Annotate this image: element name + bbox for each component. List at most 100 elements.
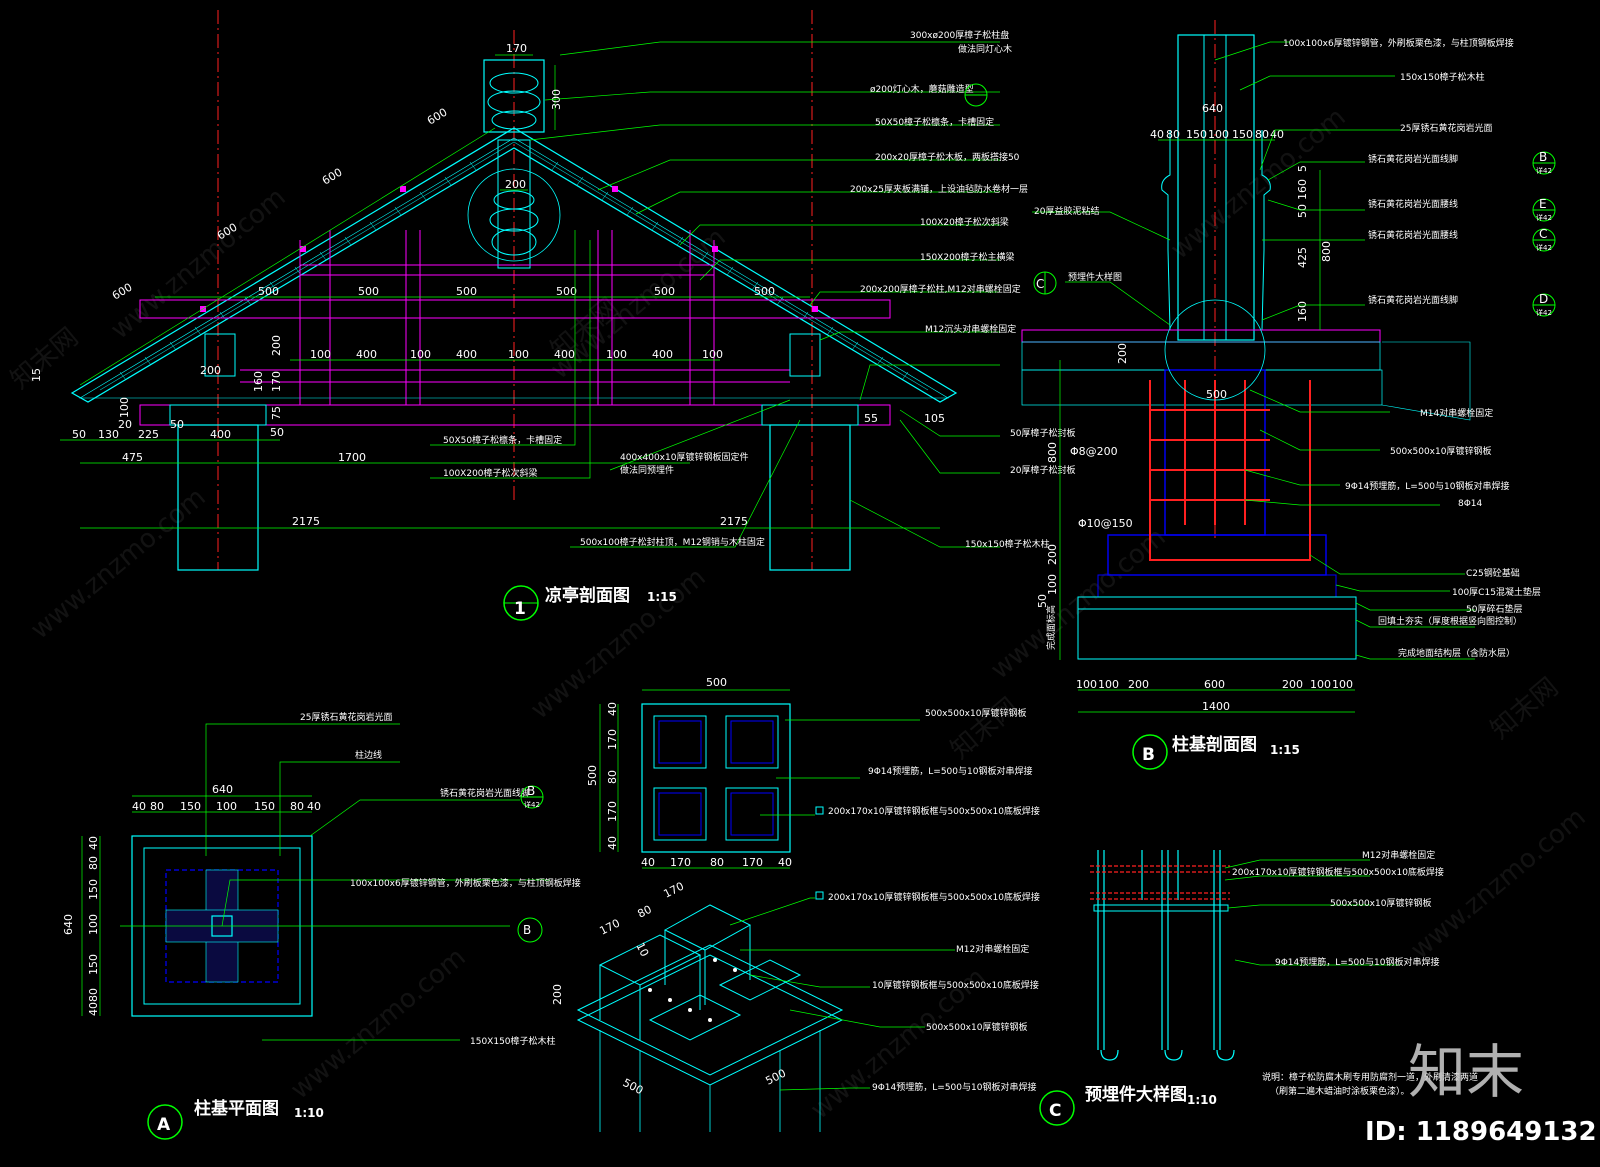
side-label: 完成面标高 [1045,605,1057,650]
title-pavilion: 凉亭剖面图 [545,585,630,606]
svg-text:100: 100 [1310,678,1331,691]
svg-text:200: 200 [1282,678,1303,691]
svg-text:100: 100 [1208,128,1229,141]
dim-plan-left: 40 80 150 100 150 80 40 [87,836,100,1016]
svg-text:锈石黄花岗岩光面腰线: 锈石黄花岗岩光面腰线 [1368,198,1458,210]
svg-text:500: 500 [258,285,279,298]
svg-text:80: 80 [635,903,653,921]
svg-text:50: 50 [1036,594,1049,608]
svg-text:80: 80 [606,770,619,784]
dim-post-top: 170 [506,42,527,55]
svg-text:500x500x10厚镀锌钢板: 500x500x10厚镀锌钢板 [1330,897,1431,909]
dim-struts: 100 400 100 400 100 400 100 400 100 [310,348,723,361]
svg-text:200x170x10厚镀锌钢板框与500x500x10底板焊: 200x170x10厚镀锌钢板框与500x500x10底板焊接 [1232,866,1444,878]
svg-text:50: 50 [1296,204,1309,218]
dim-plan-top-total: 640 [212,783,233,796]
svg-text:50X50樟子松檩条，卡槽固定: 50X50樟子松檩条，卡槽固定 [875,116,994,128]
svg-text:500: 500 [754,285,775,298]
title-marker: C [1049,1101,1061,1121]
svg-text:锈石黄花岗岩光面线脚: 锈石黄花岗岩光面线脚 [1368,294,1458,306]
svg-text:详42: 详42 [1536,166,1552,175]
svg-text:80: 80 [150,800,164,813]
svg-text:E: E [1539,197,1547,211]
svg-text:500: 500 [654,285,675,298]
svg-text:800: 800 [1320,241,1333,262]
svg-text:100: 100 [310,348,331,361]
svg-text:170: 170 [606,729,619,750]
svg-text:600: 600 [1204,678,1225,691]
plate-notes: 500x500x10厚镀锌钢板 9Φ14预埋筋，L=500与10钢板对串焊接 2… [815,707,1040,817]
title-scale: 1:10 [294,1106,324,1120]
pavilion-section: 170 300 200 600 600 600 600 500 500 500 … [30,10,1075,621]
svg-text:150: 150 [180,800,201,813]
svg-text:400: 400 [210,428,231,441]
embed-isometric: 170 80 170 10 200 500 500 200x170x10厚镀锌钢… [551,880,1040,1132]
iso-notes: 200x170x10厚镀锌钢板框与500x500x10底板焊接 M12对串螺栓固… [815,891,1040,1093]
svg-text:50厚樟子松封板: 50厚樟子松封板 [1010,427,1075,439]
svg-text:100x100x6厚镀锌钢管，外刷板栗色漆，与柱顶钢板焊接: 100x100x6厚镀锌钢管，外刷板栗色漆，与柱顶钢板焊接 [1283,37,1514,49]
svg-text:200x170x10厚镀锌钢板框与500x500x10底板焊: 200x170x10厚镀锌钢板框与500x500x10底板焊接 [828,805,1040,817]
plan-ref-bubbles: B 详42 B [517,784,544,943]
svg-text:40: 40 [606,702,619,716]
svg-text:锈石黄花岗岩光面腰线: 锈石黄花岗岩光面腰线 [1368,229,1458,241]
dim-total-span: 2175 [292,515,320,528]
svg-text:C25钢砼基础: C25钢砼基础 [1466,567,1520,579]
svg-text:200x20厚樟子松木板，两板搭接50: 200x20厚樟子松木板，两板搭接50 [875,151,1020,163]
dim-eave: 50 130 225 400 50 475 1700 200 200 160 1… [30,335,945,464]
svg-text:100: 100 [1046,574,1059,595]
title-embed: 预埋件大样图 [1085,1084,1187,1105]
svg-text:9Φ14预埋筋，L=500与10钢板对串焊接: 9Φ14预埋筋，L=500与10钢板对串焊接 [1345,480,1509,492]
svg-text:150: 150 [1232,128,1253,141]
svg-text:150X150樟子松木柱: 150X150樟子松木柱 [470,1035,556,1047]
svg-text:1700: 1700 [338,451,366,464]
dim-plate-left: 500 [586,765,599,786]
svg-text:40: 40 [132,800,146,813]
svg-text:10厚镀锌钢板框与500x500x10底板焊接: 10厚镀锌钢板框与500x500x10底板焊接 [872,979,1039,991]
svg-text:M14对串螺栓固定: M14对串螺栓固定 [1420,407,1493,419]
svg-text:100: 100 [1098,678,1119,691]
svg-text:160: 160 [1296,179,1309,200]
svg-text:400: 400 [652,348,673,361]
svg-text:完成地面结构层（含防水层）: 完成地面结构层（含防水层） [1398,647,1515,659]
svg-text:25厚锈石黄花岗岩光面: 25厚锈石黄花岗岩光面 [1400,122,1492,134]
svg-text:80: 80 [87,988,100,1002]
title-scale: 1:15 [647,590,677,604]
dim-top: 40 80 150 100 150 80 40 [1150,128,1284,141]
svg-text:做法同预埋件: 做法同预埋件 [620,464,674,476]
svg-text:200: 200 [1116,343,1129,364]
dim-rebar: Φ10@150 [1078,517,1133,530]
svg-text:柱边线: 柱边线 [355,749,382,761]
svg-text:225: 225 [138,428,159,441]
svg-text:80: 80 [1166,128,1180,141]
svg-text:100: 100 [606,348,627,361]
svg-text:130: 130 [98,428,119,441]
svg-text:50: 50 [72,428,86,441]
svg-text:80: 80 [87,856,100,870]
svg-text:100: 100 [1076,678,1097,691]
title-marker: B [1142,745,1155,765]
svg-text:150: 150 [254,800,275,813]
svg-text:100x100x6厚镀锌钢管，外刷板栗色漆，与柱顶钢板焊接: 100x100x6厚镀锌钢管，外刷板栗色漆，与柱顶钢板焊接 [350,877,581,889]
svg-text:40: 40 [87,836,100,850]
svg-text:40: 40 [1270,128,1284,141]
svg-text:500: 500 [456,285,477,298]
svg-text:80: 80 [1255,128,1269,141]
svg-text:20厚益胶泥粘结: 20厚益胶泥粘结 [1034,205,1099,217]
svg-text:75: 75 [270,406,283,420]
embed-detail: M12对串螺栓固定 200x170x10厚镀锌钢板框与500x500x10底板焊… [1039,849,1478,1126]
dim-plan-top: 40 80 150 100 150 80 40 [132,800,321,813]
svg-text:40: 40 [606,836,619,850]
svg-text:9Φ14预埋筋，L=500与10钢板对串焊接: 9Φ14预埋筋，L=500与10钢板对串焊接 [868,765,1032,777]
svg-text:150X200樟子松主横梁: 150X200樟子松主横梁 [920,251,1015,263]
dim-plate-left-parts: 40 170 80 170 40 [606,702,619,850]
dim-bottom-total: 1400 [1202,700,1230,713]
dim-vertical: 5 160 50 425 800 160 200 800 200 100 50 [1036,165,1333,608]
svg-text:160: 160 [252,371,265,392]
svg-text:400: 400 [356,348,377,361]
svg-text:400: 400 [456,348,477,361]
svg-text:200x170x10厚镀锌钢板框与500x500x10底板焊: 200x170x10厚镀锌钢板框与500x500x10底板焊接 [828,891,1040,903]
base-section: 640 40 80 150 100 150 80 40 5 160 50 425… [1021,20,1556,770]
svg-text:9Φ14预埋筋，L=500与10钢板对串焊接: 9Φ14预埋筋，L=500与10钢板对串焊接 [872,1081,1036,1093]
svg-text:150: 150 [87,879,100,900]
embed-notes: M12对串螺栓固定 200x170x10厚镀锌钢板框与500x500x10底板焊… [1232,849,1444,968]
